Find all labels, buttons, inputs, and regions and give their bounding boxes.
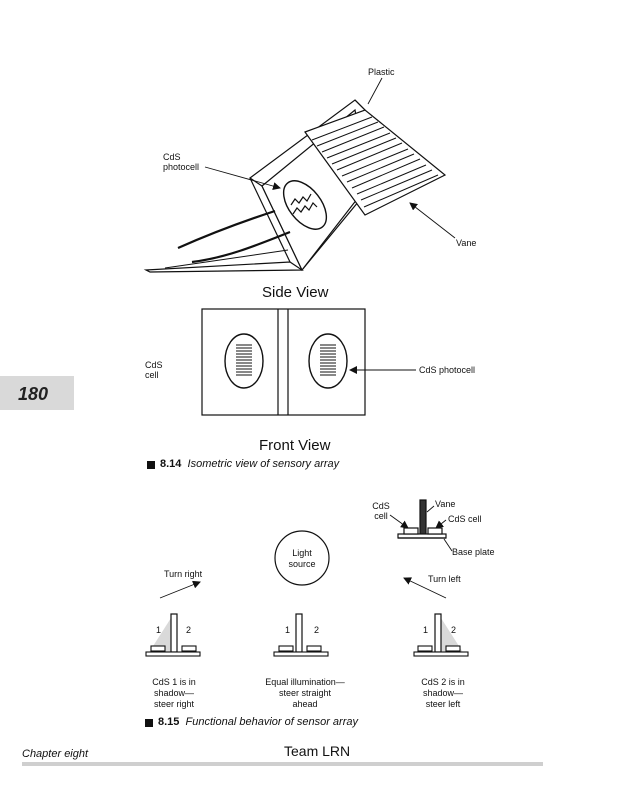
turn-left-arrow [403, 577, 447, 599]
label-cds-cell-line2: cell [145, 370, 159, 380]
label-turn-left: Turn left [428, 574, 461, 584]
caption-text-815: Functional behavior of sensor array [185, 716, 358, 728]
label-front-cds-photocell: CdS photocell [419, 365, 476, 375]
detail-vane-leader [426, 505, 435, 513]
detail-label-cds-line2: cell [374, 511, 388, 521]
light-source-line1: Light [292, 548, 312, 558]
plastic-leader [367, 77, 383, 105]
footer-rule [22, 762, 543, 766]
label-cds-cell-line1: CdS [145, 360, 163, 370]
chapter-label: Chapter eight [22, 748, 89, 760]
sensor-right-drawing [413, 613, 469, 657]
sensor-left-desc1: CdS 1 is in [152, 677, 196, 687]
label-cds-photocell-line2: photocell [163, 162, 200, 172]
sensor-mid-desc2: steer straight [278, 688, 332, 698]
detail-cell-right-leader [435, 519, 447, 529]
sensor-mid-num1: 1 [285, 625, 291, 635]
detail-label-cds-line1: CdS [372, 501, 390, 511]
light-source-line2: source [288, 559, 316, 569]
caption-bullet-815 [145, 719, 153, 727]
label-vane: Vane [456, 238, 477, 248]
sensor-right-desc1: CdS 2 is in [421, 677, 465, 687]
label-turn-right: Turn right [164, 569, 203, 579]
sensor-left-desc3: steer right [153, 699, 195, 709]
figure-caption-815: 8.15 Functional behavior of sensor array [158, 716, 358, 729]
footer-team: Team LRN [284, 743, 351, 759]
figure-caption-814: 8.14 Isometric view of sensory array [160, 458, 339, 471]
vane-leader [409, 202, 456, 239]
sensor-left-desc2: shadow— [153, 688, 195, 698]
sensor-left-num2: 2 [186, 625, 192, 635]
sensor-right-num1: 1 [423, 625, 429, 635]
sensor-mid-desc1: Equal illumination— [265, 677, 345, 687]
page-number-tab [0, 376, 74, 410]
detail-base-leader [443, 538, 453, 552]
side-view-drawing [143, 99, 447, 273]
light-source-circle [274, 530, 330, 586]
photocell-leader [204, 166, 281, 190]
detail-cell-left-leader [389, 514, 409, 529]
turn-right-arrow [159, 580, 201, 599]
detail-label-cds-cell: CdS cell [448, 514, 482, 524]
caption-number-814: 8.14 [160, 458, 182, 470]
sensor-right-desc3: steer left [425, 699, 461, 709]
caption-bullet-814 [147, 461, 155, 469]
sensor-left-drawing [145, 613, 201, 657]
sensor-detail-drawing [397, 499, 447, 539]
sensor-left-num1: 1 [156, 625, 162, 635]
caption-number-815: 8.15 [158, 716, 180, 728]
label-cds-photocell-line1: CdS [163, 152, 181, 162]
caption-text-814: Isometric view of sensory array [187, 458, 340, 470]
sensor-right-desc2: shadow— [422, 688, 464, 698]
sensor-right-num2: 2 [451, 625, 457, 635]
label-plastic: Plastic [368, 67, 395, 77]
front-view-drawing [201, 308, 366, 416]
sensor-mid-num2: 2 [314, 625, 320, 635]
front-view-title: Front View [259, 437, 331, 454]
page-number: 180 [18, 384, 49, 404]
detail-label-vane: Vane [435, 499, 456, 509]
detail-label-base-plate: Base plate [452, 547, 495, 557]
sensor-mid-desc3: ahead [292, 699, 318, 709]
side-view-title: Side View [262, 284, 329, 301]
sensor-mid-drawing [273, 613, 329, 657]
